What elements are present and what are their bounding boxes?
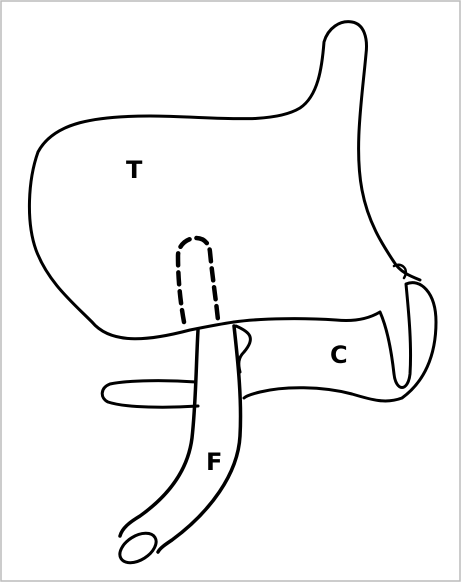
structure-t-lower-border [92,322,234,339]
label-t: T [126,156,143,184]
structure-f-right-edge [158,326,241,552]
structure-f-left-edge [120,330,198,536]
label-f: F [206,448,222,476]
structure-t-outline [29,22,420,322]
dashed-inner-tube [178,238,218,322]
label-c: C [330,341,348,369]
side-lobe-outline [102,381,198,408]
